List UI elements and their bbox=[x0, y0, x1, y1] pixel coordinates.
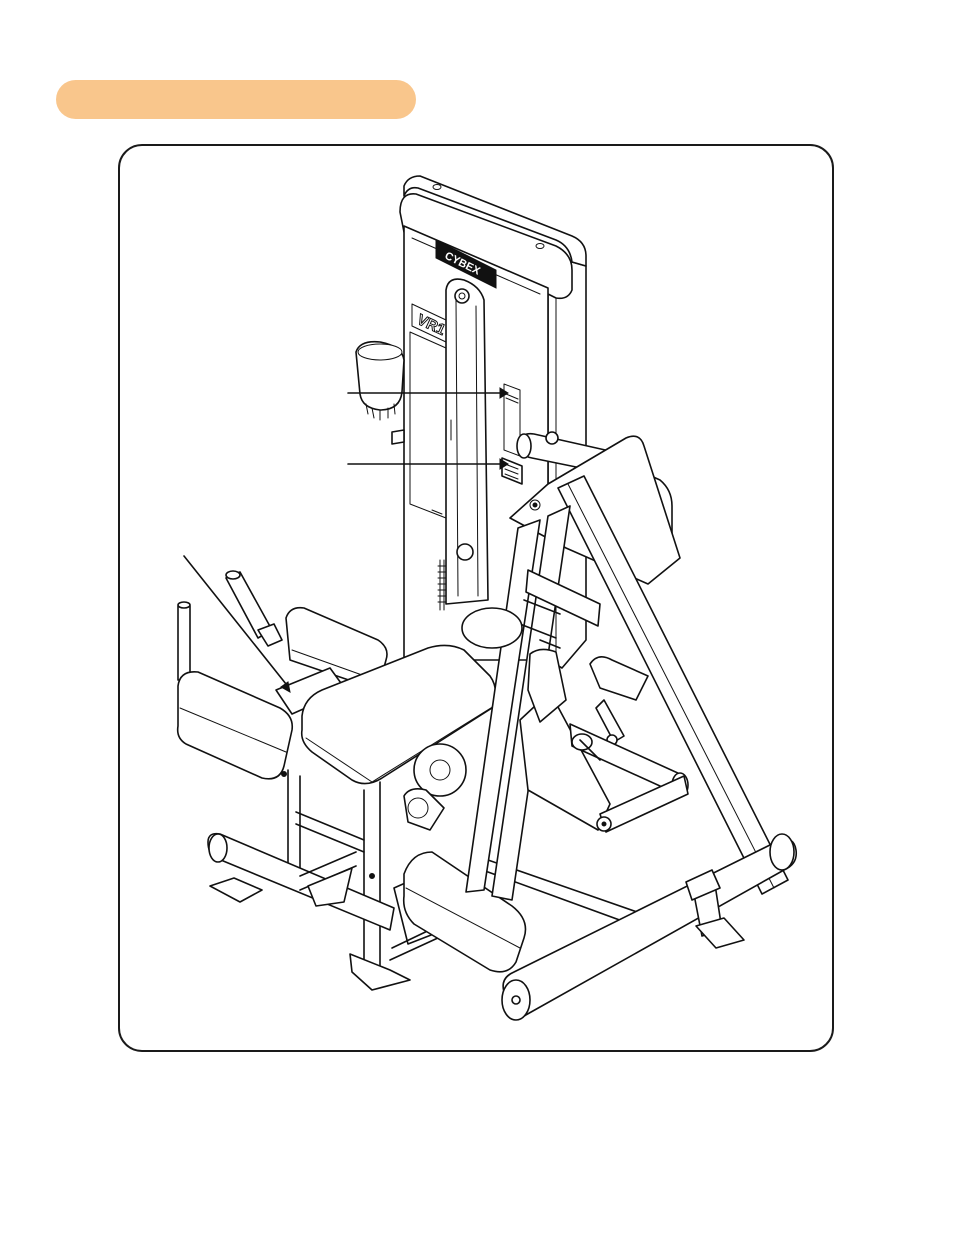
section-header-bar bbox=[56, 80, 416, 119]
arrow-right-icon bbox=[499, 458, 509, 470]
base-frame bbox=[207, 832, 661, 991]
figure-frame bbox=[118, 144, 834, 1052]
seat-assembly bbox=[176, 606, 497, 971]
callout-arrow-3 bbox=[183, 555, 287, 685]
movement-arm bbox=[461, 431, 789, 901]
callout-arrows bbox=[183, 387, 509, 693]
arrow-right-icon bbox=[499, 387, 509, 399]
front-stabilizer bbox=[501, 833, 798, 1021]
rear-handle-posts bbox=[177, 570, 283, 681]
arrow-down-right-icon bbox=[280, 681, 291, 693]
